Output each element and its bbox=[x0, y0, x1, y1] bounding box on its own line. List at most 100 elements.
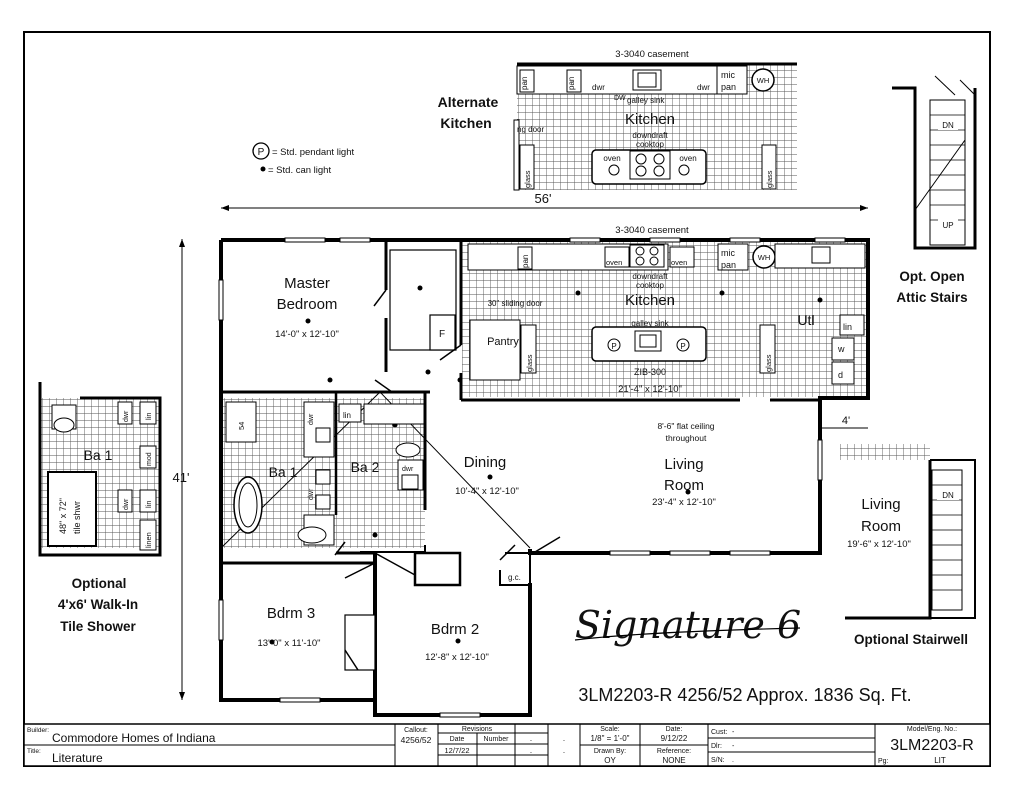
svg-text:mic: mic bbox=[721, 70, 735, 80]
pendant-symbol: P bbox=[258, 147, 265, 158]
svg-text:.: . bbox=[563, 746, 565, 755]
svg-text:S/N:: S/N: bbox=[711, 757, 725, 764]
svg-text:galley sink: galley sink bbox=[627, 96, 665, 105]
svg-text:LIT: LIT bbox=[934, 756, 946, 765]
svg-text:Builder:: Builder: bbox=[27, 727, 49, 734]
svg-text:4': 4' bbox=[842, 415, 850, 427]
title-block: Builder: Commodore Homes of Indiana Titl… bbox=[23, 723, 991, 767]
ba1-label: Ba 1 bbox=[269, 464, 298, 480]
svg-text:54: 54 bbox=[237, 422, 246, 430]
svg-text:downdraft: downdraft bbox=[632, 272, 668, 281]
svg-text:-: - bbox=[732, 729, 735, 736]
main-floor-plan: F bbox=[218, 237, 870, 718]
svg-text:mod: mod bbox=[146, 452, 153, 466]
svg-text:4256/52: 4256/52 bbox=[401, 735, 432, 745]
svg-text:Date: Date bbox=[450, 736, 465, 743]
svg-text:cooktop: cooktop bbox=[636, 281, 665, 290]
stairwell-living-label-2: Room bbox=[861, 518, 901, 535]
svg-text:Cust:: Cust: bbox=[711, 729, 727, 736]
utility-label: Utl bbox=[797, 312, 814, 328]
svg-text:w: w bbox=[837, 344, 845, 354]
svg-text:41': 41' bbox=[173, 470, 190, 485]
svg-text:Number: Number bbox=[484, 736, 510, 743]
svg-text:lin: lin bbox=[144, 412, 153, 420]
svg-text:dwr: dwr bbox=[123, 498, 130, 510]
pendant-light-icon bbox=[252, 142, 270, 160]
svg-text:9/12/22: 9/12/22 bbox=[661, 734, 688, 743]
svg-text:glass: glass bbox=[764, 354, 773, 372]
svg-text:mic: mic bbox=[721, 248, 735, 258]
svg-text:glass: glass bbox=[525, 354, 534, 372]
master-bedroom-label-2: Bedroom bbox=[277, 296, 338, 313]
svg-text:ZIB-300: ZIB-300 bbox=[634, 367, 666, 377]
svg-text:NONE: NONE bbox=[662, 756, 685, 765]
svg-text:oven: oven bbox=[603, 154, 620, 163]
dining-label: Dining bbox=[464, 454, 507, 471]
svg-text:DN: DN bbox=[942, 121, 954, 130]
svg-text:pan: pan bbox=[521, 255, 530, 268]
svg-text:dwr: dwr bbox=[697, 83, 710, 92]
width-dimension: 56' bbox=[221, 191, 868, 211]
svg-text:pan: pan bbox=[721, 260, 736, 270]
svg-text:lin: lin bbox=[343, 411, 351, 420]
svg-text:glass: glass bbox=[523, 170, 532, 188]
svg-text:Dlr:: Dlr: bbox=[711, 743, 722, 750]
svg-text:P: P bbox=[680, 342, 685, 351]
casement-label: 3-3040 casement bbox=[615, 225, 689, 236]
svg-text:tile shwr: tile shwr bbox=[72, 501, 82, 534]
alt-kitchen-title-2: Kitchen bbox=[440, 115, 491, 131]
svg-text:d: d bbox=[838, 370, 843, 380]
shower-caption-3: Tile Shower bbox=[60, 619, 136, 634]
can-light-icon bbox=[260, 166, 266, 172]
svg-text:cooktop: cooktop bbox=[636, 140, 665, 149]
svg-text:dwr: dwr bbox=[123, 410, 130, 422]
svg-text:oven: oven bbox=[671, 258, 687, 267]
svg-text:1/8" = 1'-0": 1/8" = 1'-0" bbox=[590, 734, 629, 743]
svg-text:downdraft: downdraft bbox=[632, 131, 668, 140]
ba2-label: Ba 2 bbox=[351, 459, 380, 475]
shower-ba1-label: Ba 1 bbox=[84, 447, 113, 463]
model-line: 3LM2203-R 4256/52 Approx. 1836 Sq. Ft. bbox=[578, 685, 911, 705]
light-legend: P = Std. pendant light = Std. can light bbox=[252, 142, 354, 176]
living-room-label: Living bbox=[664, 456, 703, 473]
svg-text:dwr: dwr bbox=[308, 488, 315, 500]
svg-text:ng door: ng door bbox=[517, 125, 544, 134]
plan-name: Signature 6 bbox=[575, 603, 801, 647]
svg-text:Title:: Title: bbox=[27, 748, 41, 755]
svg-text:56': 56' bbox=[535, 191, 552, 206]
attic-stairs-title: Opt. Open bbox=[899, 269, 964, 284]
svg-text:P: P bbox=[611, 342, 616, 351]
svg-text:oven: oven bbox=[606, 258, 622, 267]
alt-kitchen-name: Kitchen bbox=[625, 111, 675, 128]
svg-text:linen: linen bbox=[144, 532, 153, 548]
svg-text:oven: oven bbox=[679, 154, 696, 163]
svg-text:pan: pan bbox=[567, 77, 576, 90]
svg-text:.: . bbox=[563, 734, 565, 743]
svg-text:OY: OY bbox=[604, 756, 616, 765]
svg-text:30" sliding door: 30" sliding door bbox=[488, 299, 543, 308]
svg-text:glass: glass bbox=[765, 170, 774, 188]
svg-text:lin: lin bbox=[144, 500, 153, 508]
svg-text:g.c.: g.c. bbox=[508, 573, 521, 582]
living-room-label-2: Room bbox=[664, 477, 704, 494]
bdrm2-dims: 12'-8" x 12'-10" bbox=[425, 652, 489, 663]
svg-text:Scale:: Scale: bbox=[600, 726, 620, 733]
svg-text:WH: WH bbox=[757, 76, 770, 85]
alt-kitchen-title-1: Alternate bbox=[438, 94, 499, 110]
shower-caption-2: 4'x6' Walk-In bbox=[58, 597, 138, 612]
svg-text:21'-4" x 12'-10": 21'-4" x 12'-10" bbox=[618, 384, 682, 395]
attic-stairs-title-2: Attic Stairs bbox=[896, 290, 967, 305]
svg-text:Callout:: Callout: bbox=[404, 727, 428, 734]
master-bedroom-dims: 14'-0" x 12'-10" bbox=[275, 329, 339, 340]
model-number: 3LM2203-R bbox=[890, 737, 974, 754]
svg-text:galley sink: galley sink bbox=[631, 319, 669, 328]
pantry-label: Pantry bbox=[487, 336, 519, 348]
svg-text:UP: UP bbox=[942, 221, 953, 230]
svg-text:WH: WH bbox=[758, 253, 771, 262]
svg-text:DW: DW bbox=[614, 95, 626, 102]
svg-text:lin: lin bbox=[843, 322, 852, 332]
depth-dimension: 41' bbox=[173, 239, 190, 700]
bdrm3-label: Bdrm 3 bbox=[267, 605, 315, 622]
alternate-kitchen-inset: Alternate Kitchen 3-3040 casement pan pa… bbox=[438, 49, 797, 191]
svg-text:throughout: throughout bbox=[666, 433, 707, 443]
